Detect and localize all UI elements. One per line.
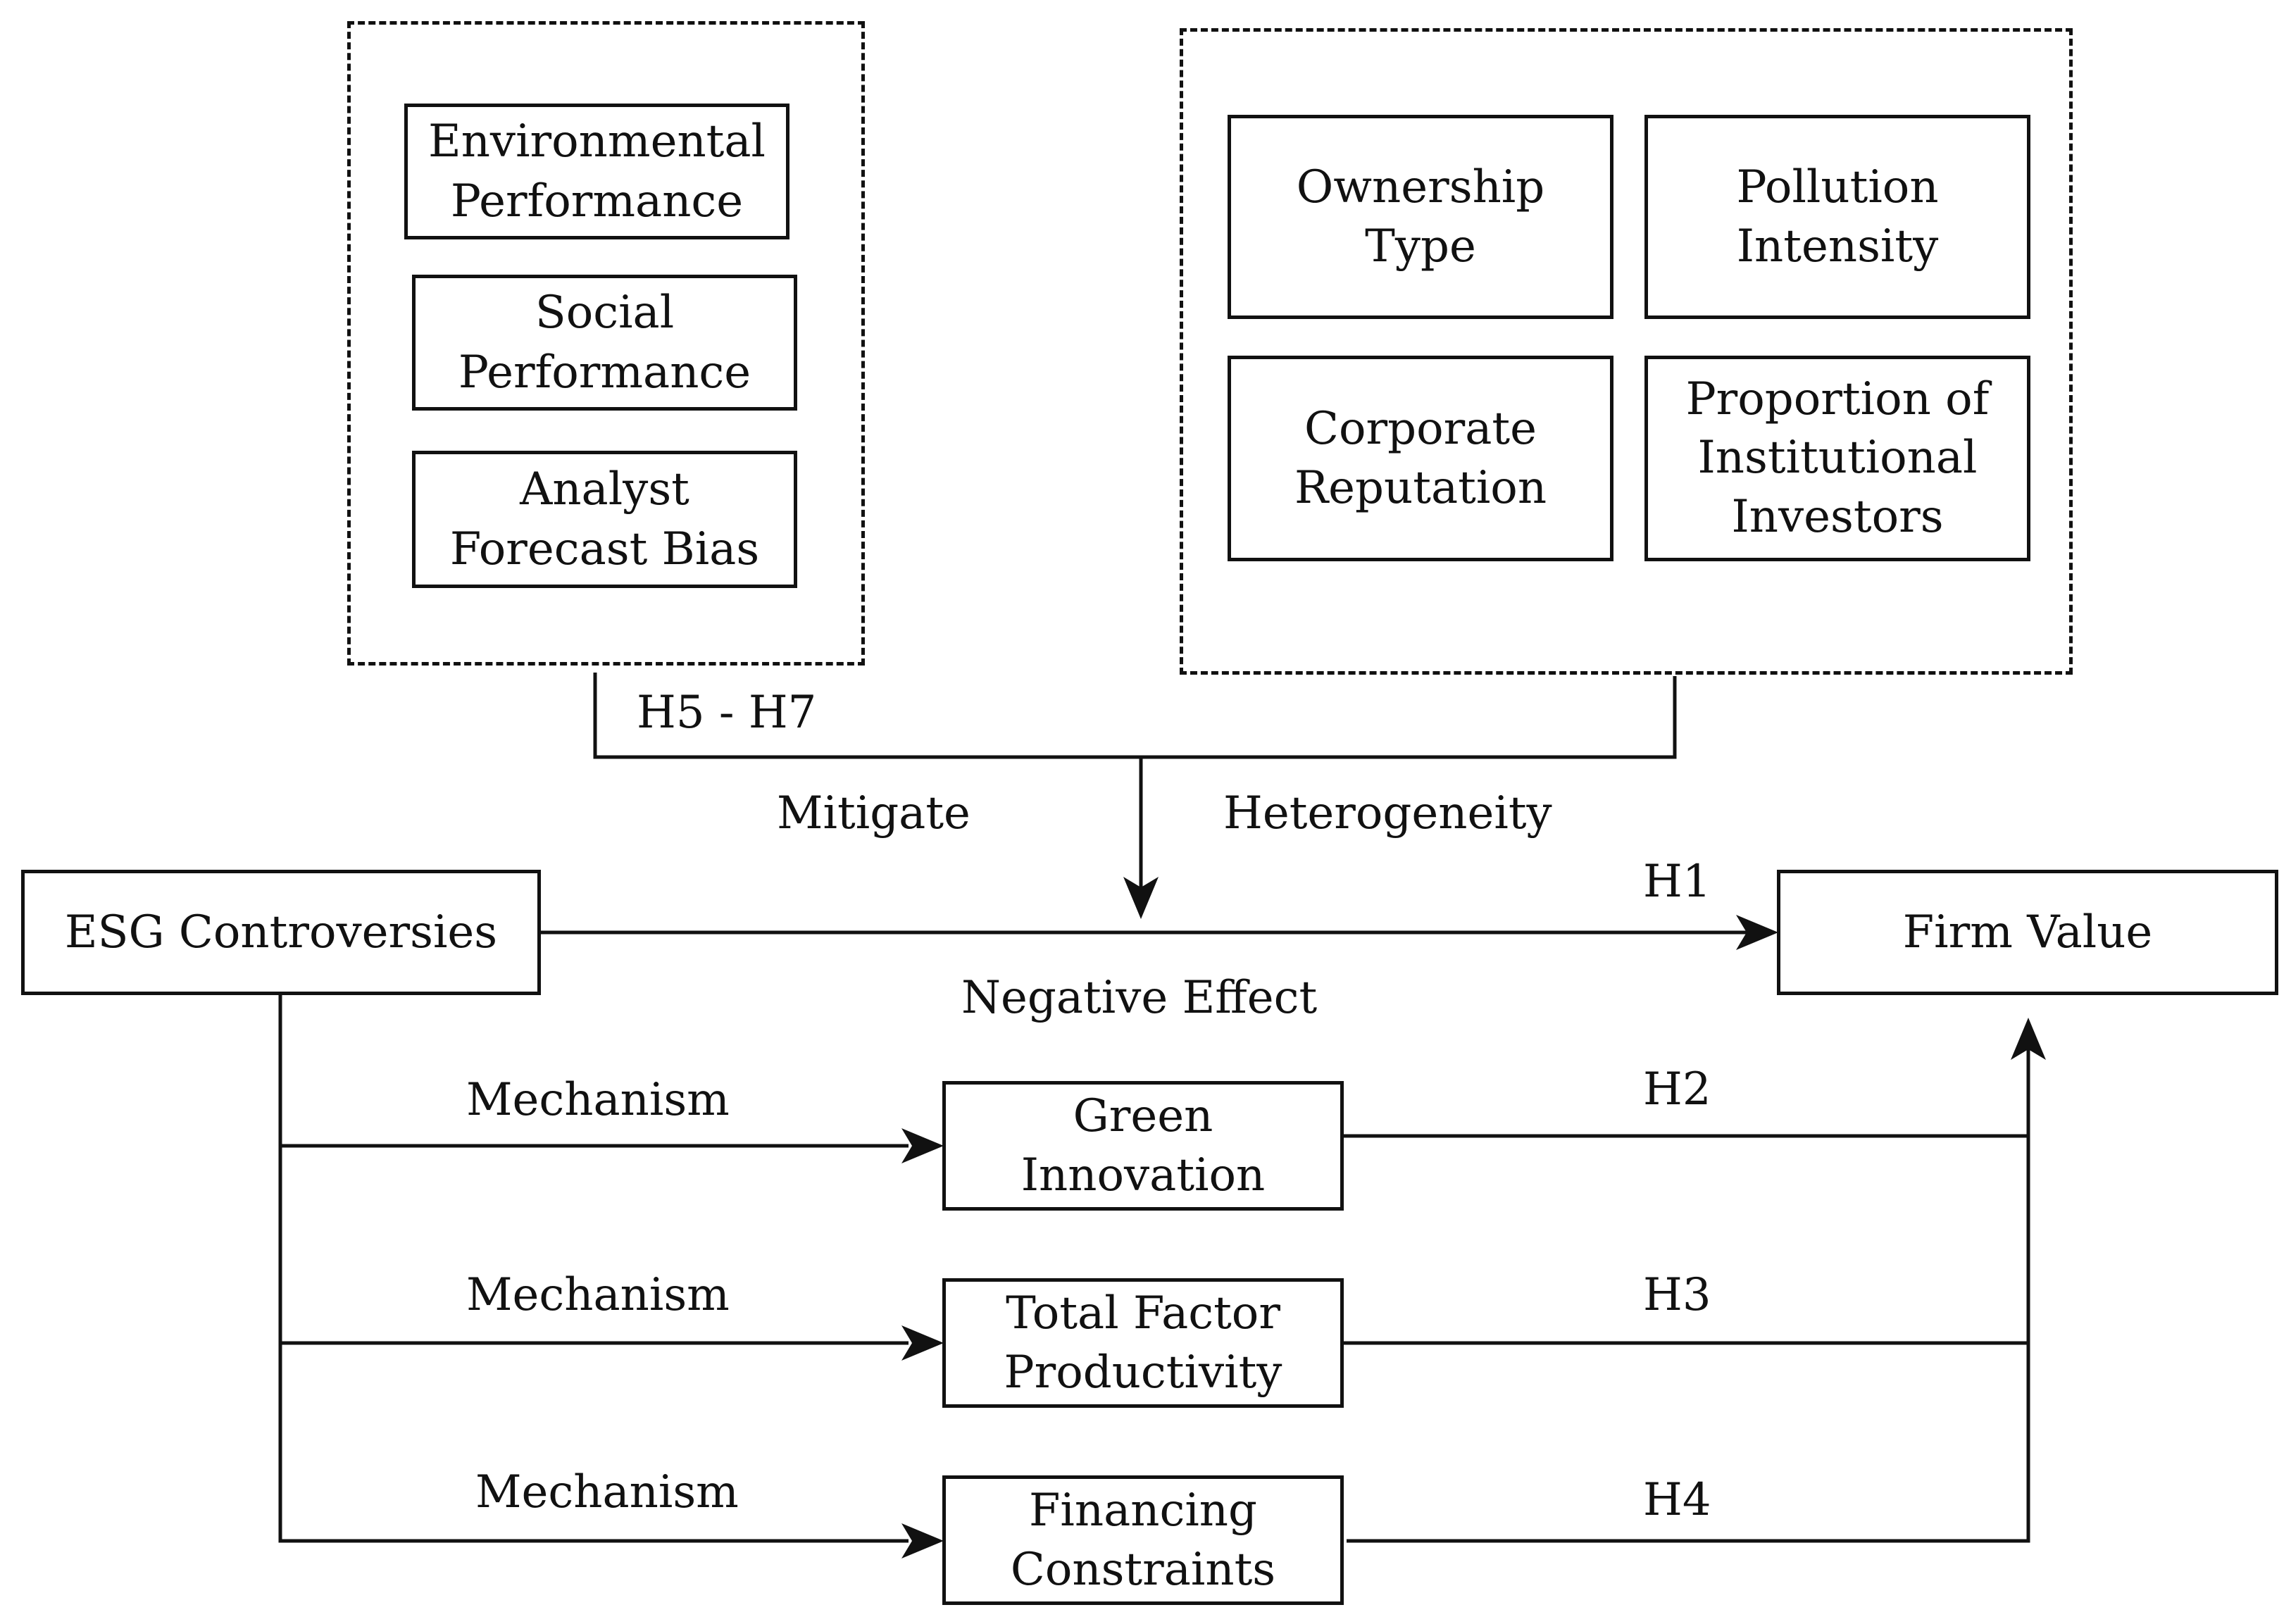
financing-to-firm-value-line: [1347, 1049, 2030, 1543]
mechanism-label-1: Mechanism: [466, 1074, 730, 1126]
node-text-line: Environmental: [427, 115, 766, 168]
institutional-investors-box: Proportion of Institutional Investors: [1644, 356, 2030, 561]
node-text-line: Performance: [450, 175, 744, 227]
pollution-intensity-box: Pollution Intensity: [1644, 115, 2030, 319]
node-text-line: Total Factor: [1006, 1287, 1280, 1339]
node-text-line: Institutional: [1697, 432, 1978, 485]
mechanism-trunk-line: [278, 994, 909, 1543]
node-text-line: Proportion of: [1685, 373, 1990, 426]
firm-value-box: Firm Value: [1777, 870, 2278, 995]
green-innovation-box: Green Innovation: [942, 1081, 1344, 1211]
green-innovation-arrowhead: [901, 1128, 944, 1163]
h1-arrowhead: [1736, 915, 1778, 950]
node-text-line: Financing: [1029, 1484, 1257, 1537]
node-text-line: Reputation: [1294, 462, 1547, 514]
total-factor-productivity-box: Total Factor Productivity: [942, 1278, 1344, 1408]
node-text-line: Forecast Bias: [449, 523, 760, 575]
node-text-line: Ownership: [1296, 161, 1545, 213]
moderator-bracket-line: [593, 673, 1677, 759]
node-text-line: Performance: [458, 346, 751, 399]
node-text-line: Firm Value: [1902, 906, 2153, 958]
negative-effect-label: Negative Effect: [961, 972, 1318, 1024]
h3-label: H3: [1643, 1269, 1711, 1321]
social-performance-box: Social Performance: [412, 275, 797, 411]
node-text-line: Type: [1365, 220, 1476, 273]
heterogeneity-factors-group: [1180, 28, 2073, 675]
node-text-line: Constraints: [1010, 1544, 1276, 1596]
financing-arrowhead: [901, 1523, 944, 1559]
esg-controversies-box: ESG Controversies: [21, 870, 541, 995]
environmental-performance-box: Environmental Performance: [404, 104, 789, 239]
h1-label: H1: [1643, 856, 1711, 908]
h4-label: H4: [1643, 1474, 1711, 1526]
node-text-line: Pollution: [1736, 161, 1939, 213]
h5-h7-label: H5 - H7: [637, 687, 817, 739]
financing-constraints-box: Financing Constraints: [942, 1475, 1344, 1605]
node-text-line: Corporate: [1304, 402, 1537, 455]
node-text-line: Investors: [1731, 490, 1944, 543]
node-text-line: Intensity: [1736, 220, 1939, 273]
mechanism-label-2: Mechanism: [466, 1269, 730, 1321]
moderator-arrowhead: [1123, 877, 1159, 919]
node-text-line: Innovation: [1020, 1149, 1266, 1201]
mechanism-label-3: Mechanism: [475, 1466, 739, 1518]
firm-value-up-arrowhead: [2011, 1018, 2046, 1060]
analyst-forecast-bias-box: Analyst Forecast Bias: [412, 451, 797, 588]
heterogeneity-label: Heterogeneity: [1223, 787, 1552, 839]
node-text-line: Green: [1073, 1089, 1213, 1142]
tfp-arrowhead: [901, 1325, 944, 1361]
mitigating-factors-group: [347, 21, 865, 666]
ownership-type-box: Ownership Type: [1228, 115, 1613, 319]
node-text-line: Analyst: [520, 463, 689, 516]
node-text-line: ESG Controversies: [64, 906, 498, 958]
mitigate-label: Mitigate: [777, 787, 970, 839]
h2-label: H2: [1643, 1063, 1711, 1116]
node-text-line: Productivity: [1004, 1347, 1282, 1399]
corporate-reputation-box: Corporate Reputation: [1228, 356, 1613, 561]
node-text-line: Social: [535, 287, 675, 339]
